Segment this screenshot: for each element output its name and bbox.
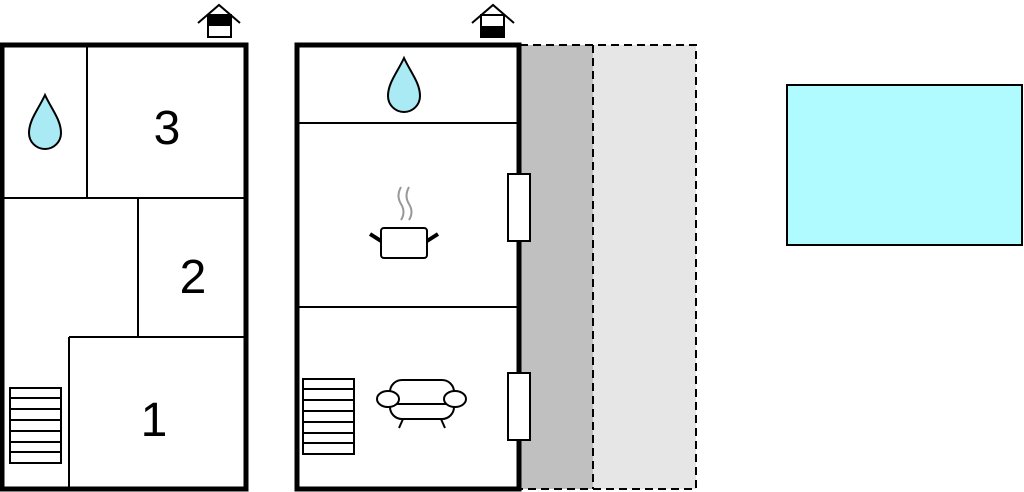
window-lower [507, 372, 531, 441]
interior-walls-left [2, 45, 246, 489]
covered-terrace [520, 45, 593, 489]
stairs-icon [302, 378, 355, 455]
room-number-3: 3 [154, 102, 181, 155]
open-terrace [593, 45, 696, 489]
cooking-pot-icon [368, 186, 440, 259]
water-drop-icon [27, 92, 63, 150]
window-upper [507, 173, 531, 242]
interior-walls-right [297, 122, 519, 308]
room-number-1: 1 [141, 394, 168, 447]
stairs-icon [9, 387, 62, 464]
floor-plan-left: 3 2 1 [0, 3, 249, 492]
floor-plan-right [294, 3, 531, 492]
sofa-icon [376, 379, 467, 429]
entrance-icon [471, 3, 515, 38]
entrance-icon [197, 3, 241, 38]
water-drop-icon [386, 55, 422, 113]
room-number-2: 2 [180, 251, 207, 304]
terrace-outline [520, 44, 697, 490]
terrace-area [520, 44, 697, 490]
pool [786, 84, 1023, 246]
